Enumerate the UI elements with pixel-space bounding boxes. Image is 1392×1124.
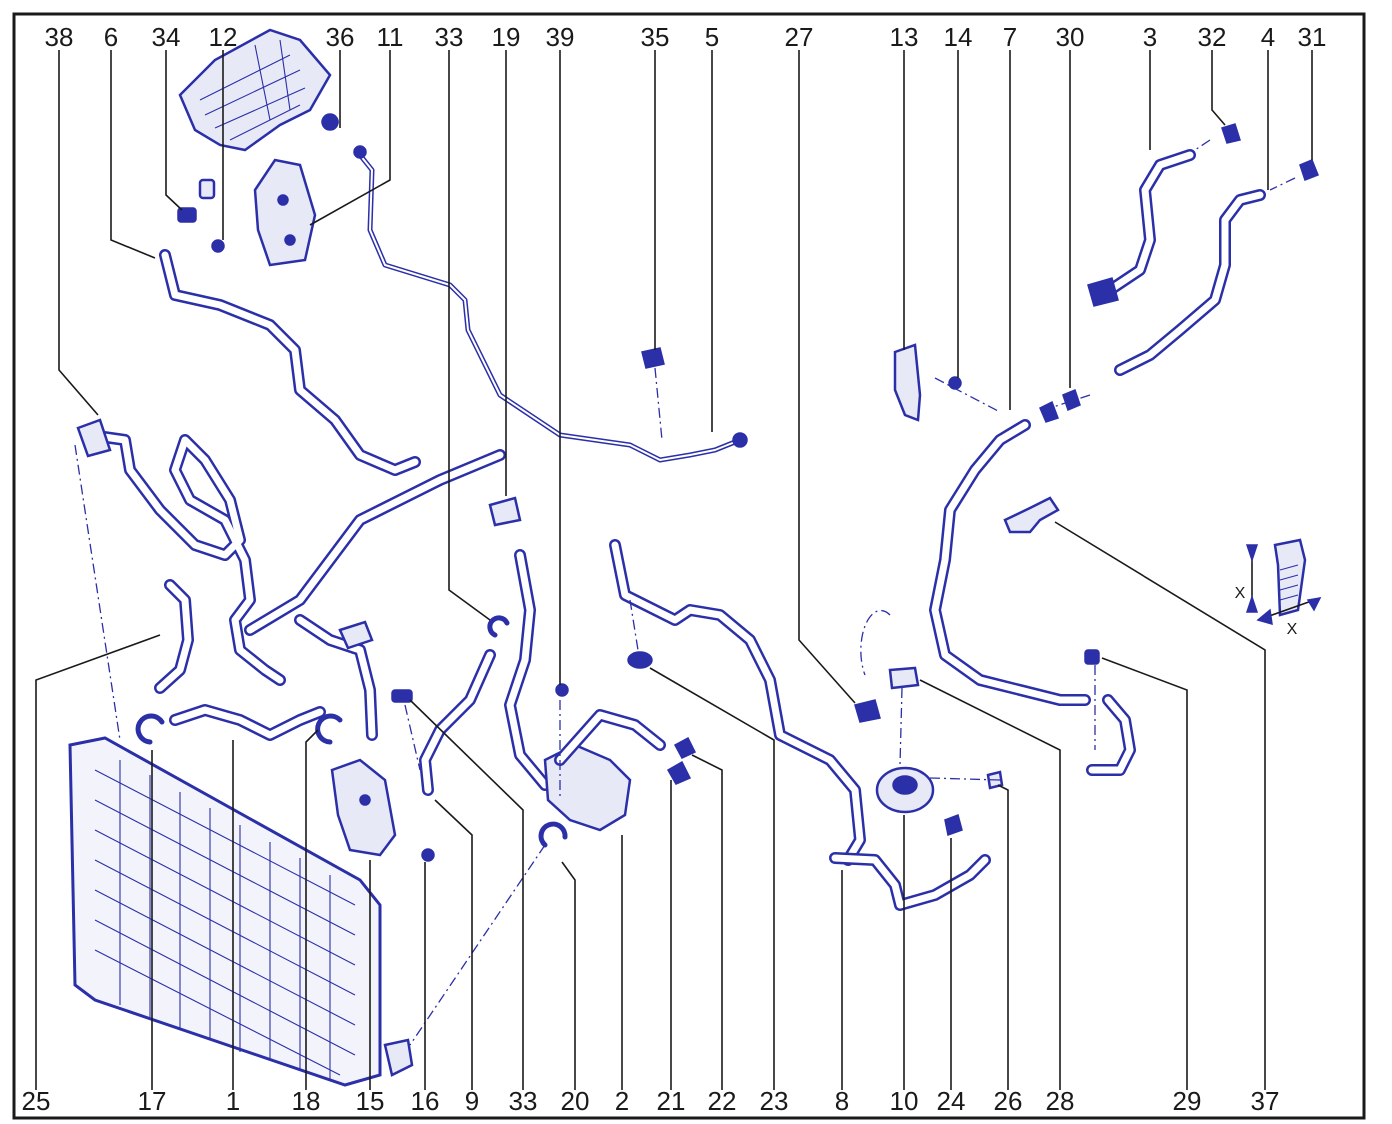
callout-top-1: 6 bbox=[104, 22, 118, 52]
callouts-bottom-row: 25 17 1 18 15 16 9 33 20 2 21 22 23 8 10… bbox=[22, 1086, 1280, 1116]
bracket-13 bbox=[893, 343, 922, 422]
callout-top-15: 30 bbox=[1056, 22, 1085, 52]
callout-top-11: 27 bbox=[785, 22, 814, 52]
callout-bottom-3: 18 bbox=[292, 1086, 321, 1116]
callout-top-7: 19 bbox=[492, 22, 521, 52]
bracket-15 bbox=[330, 758, 397, 857]
bolt-12 bbox=[211, 239, 225, 253]
clamp-18 bbox=[315, 713, 343, 745]
callout-bottom-6: 9 bbox=[465, 1086, 479, 1116]
callout-bottom-17: 28 bbox=[1046, 1086, 1075, 1116]
clip-35 bbox=[641, 347, 665, 369]
callout-top-12: 13 bbox=[890, 22, 919, 52]
callout-bottom-12: 23 bbox=[760, 1086, 789, 1116]
part-37 bbox=[1003, 496, 1060, 534]
hose-9 bbox=[391, 649, 496, 796]
hose-25 bbox=[154, 579, 194, 694]
leader-lines bbox=[35, 50, 1313, 1090]
detail-label-x-horizontal: X bbox=[1287, 621, 1298, 638]
callout-bottom-0: 25 bbox=[22, 1086, 51, 1116]
callout-top-13: 14 bbox=[944, 22, 973, 52]
hose-1 bbox=[169, 704, 326, 741]
callout-top-17: 32 bbox=[1198, 22, 1227, 52]
callout-bottom-5: 16 bbox=[411, 1086, 440, 1116]
clamp-17 bbox=[135, 713, 165, 745]
hose-assembly-38 bbox=[76, 418, 506, 741]
pipe-5 bbox=[353, 145, 748, 463]
callout-bottom-14: 10 bbox=[890, 1086, 919, 1116]
callout-top-9: 35 bbox=[641, 22, 670, 52]
hose-7 bbox=[929, 388, 1091, 706]
clip-27 bbox=[854, 699, 881, 723]
callout-top-6: 33 bbox=[435, 22, 464, 52]
callout-top-2: 34 bbox=[152, 22, 181, 52]
callout-bottom-2: 1 bbox=[226, 1086, 240, 1116]
hose-28 bbox=[1086, 694, 1136, 776]
callout-bottom-11: 22 bbox=[708, 1086, 737, 1116]
callout-top-5: 11 bbox=[377, 22, 404, 52]
callout-bottom-1: 17 bbox=[138, 1086, 167, 1116]
bolt-16 bbox=[421, 848, 435, 862]
callout-bottom-10: 21 bbox=[657, 1086, 686, 1116]
callout-top-16: 3 bbox=[1143, 22, 1157, 52]
callout-bottom-15: 24 bbox=[937, 1086, 966, 1116]
clamp-upper-34 bbox=[198, 178, 216, 200]
callout-bottom-13: 8 bbox=[835, 1086, 849, 1116]
clip-29 bbox=[1084, 649, 1100, 665]
callout-bottom-18: 29 bbox=[1173, 1086, 1202, 1116]
callout-top-10: 5 bbox=[705, 22, 719, 52]
hose-23 bbox=[609, 539, 866, 866]
detail-x-inset bbox=[1245, 538, 1322, 626]
callout-top-19: 31 bbox=[1298, 22, 1327, 52]
radiator bbox=[68, 736, 414, 1087]
callout-bottom-4: 15 bbox=[356, 1086, 385, 1116]
hose-4 bbox=[1114, 159, 1319, 376]
pump-10 bbox=[875, 666, 1004, 836]
hose-3 bbox=[1087, 123, 1241, 307]
housing-2 bbox=[538, 683, 697, 848]
callout-top-0: 38 bbox=[45, 22, 74, 52]
callout-bottom-19: 37 bbox=[1251, 1086, 1280, 1116]
callout-bottom-8: 20 bbox=[561, 1086, 590, 1116]
hose-8 bbox=[829, 852, 991, 911]
bolt-14 bbox=[948, 376, 962, 390]
diagram-frame bbox=[12, 12, 1366, 1120]
callout-bottom-16: 26 bbox=[994, 1086, 1023, 1116]
clip-36 bbox=[321, 113, 339, 131]
hose-19 bbox=[487, 496, 551, 791]
callout-top-14: 7 bbox=[1003, 22, 1017, 52]
hose-6 bbox=[159, 249, 421, 476]
callout-bottom-9: 2 bbox=[615, 1086, 629, 1116]
callout-top-3: 12 bbox=[209, 22, 238, 52]
bracket-11 bbox=[253, 158, 317, 267]
engine-block bbox=[178, 28, 332, 152]
detail-label-x-vertical: X bbox=[1235, 585, 1246, 602]
callout-top-8: 39 bbox=[546, 22, 575, 52]
callout-top-18: 4 bbox=[1261, 22, 1275, 52]
line-art bbox=[68, 28, 1322, 1087]
clip-34 bbox=[177, 207, 197, 223]
callout-bottom-7: 33 bbox=[509, 1086, 538, 1116]
callouts-top-row: 38 6 34 12 36 11 33 19 39 35 5 27 13 14 … bbox=[45, 22, 1327, 52]
callout-top-4: 36 bbox=[326, 22, 355, 52]
